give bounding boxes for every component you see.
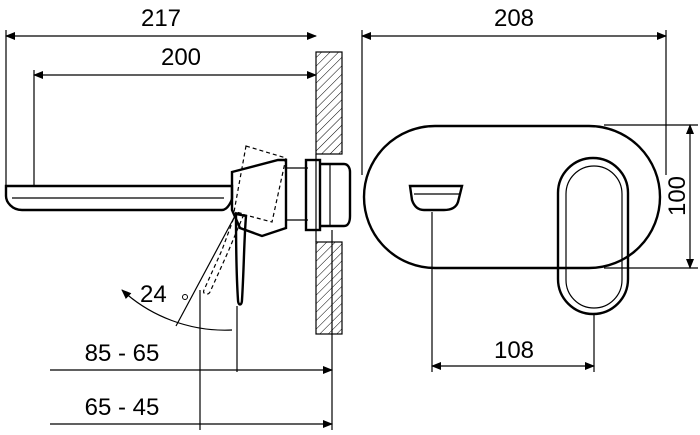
wall-section bbox=[315, 51, 343, 335]
dimension-65-45: 65 - 45 bbox=[50, 394, 333, 428]
mixer-body bbox=[230, 158, 352, 238]
dimension-208: 208 bbox=[361, 5, 667, 175]
dimension-200: 200 bbox=[33, 44, 317, 186]
dimension-217: 217 bbox=[5, 5, 317, 186]
dim-label-217: 217 bbox=[141, 5, 181, 32]
dim-label-108: 108 bbox=[494, 337, 534, 364]
dim-label-208: 208 bbox=[494, 5, 534, 32]
dimension-108: 108 bbox=[431, 212, 595, 372]
angle-24: 24 bbox=[121, 213, 237, 331]
dimension-85-65: 85 - 65 bbox=[50, 340, 333, 374]
dim-label-24: 24 bbox=[140, 281, 167, 308]
lever-dashed bbox=[203, 145, 287, 295]
dim-label-100: 100 bbox=[664, 176, 691, 216]
lever-front bbox=[556, 156, 630, 316]
lever-solid bbox=[234, 212, 248, 306]
spout-outlet bbox=[408, 184, 464, 212]
dim-label-65-45: 65 - 45 bbox=[85, 394, 160, 421]
dimension-100: 100 bbox=[604, 124, 698, 269]
dim-label-200: 200 bbox=[161, 44, 201, 71]
wall-plate bbox=[362, 124, 662, 270]
dim-label-85-65: 85 - 65 bbox=[85, 340, 160, 367]
front-view: 208 100 108 bbox=[361, 5, 698, 372]
side-view: 217 200 bbox=[4, 5, 352, 430]
spout bbox=[4, 184, 234, 212]
